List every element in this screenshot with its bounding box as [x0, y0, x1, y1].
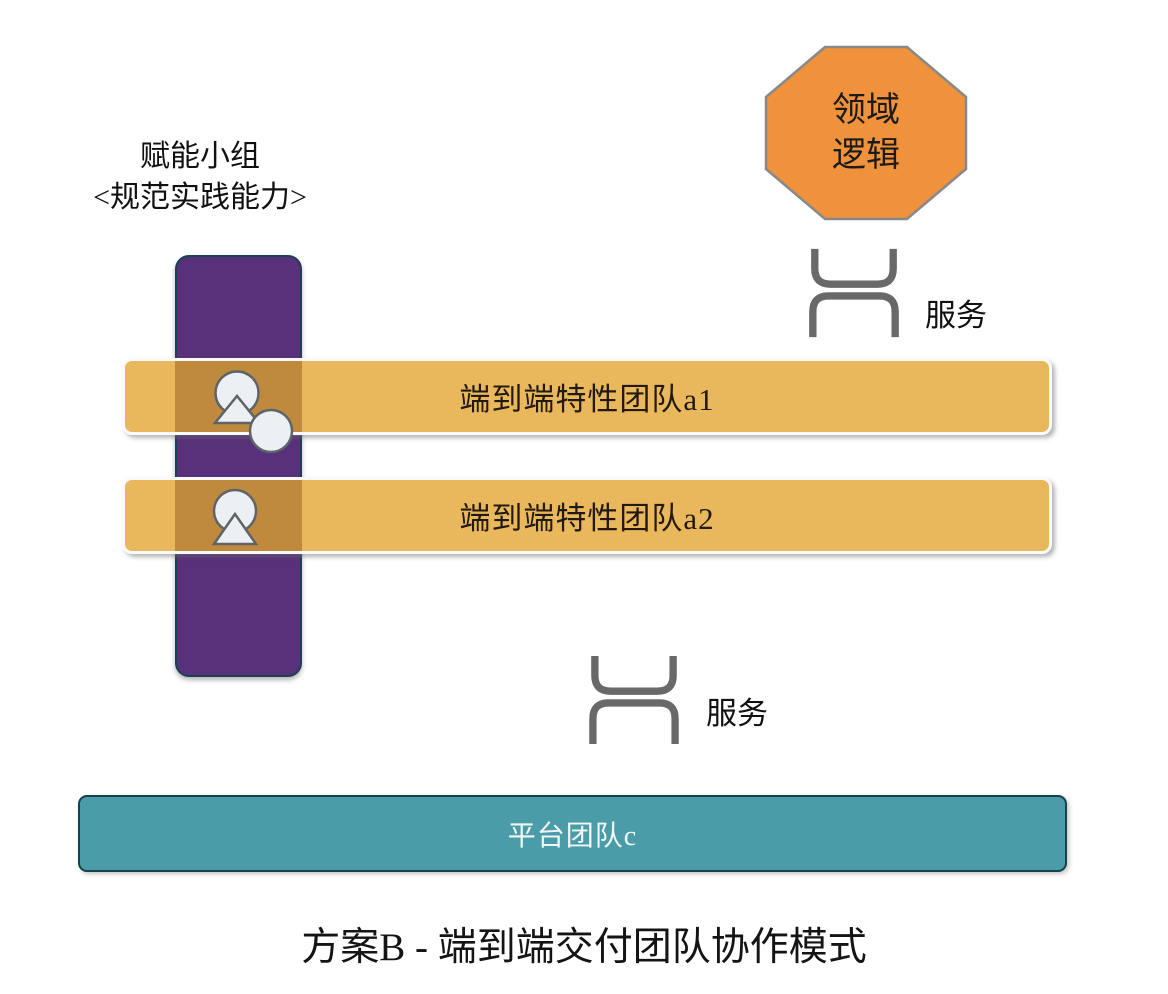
service-lower-label: 服务 [706, 695, 768, 731]
feature-team-a1-label: 端到端特性团队a1 [459, 382, 715, 417]
service-lower: 服务 [576, 654, 768, 744]
feature-team-bar-a2: 端到端特性团队a2 [122, 477, 1052, 554]
service-icon [589, 655, 679, 744]
person-pair-icon [212, 370, 294, 454]
domain-logic-line2: 逻辑 [832, 137, 900, 174]
enabling-team-label-line1: 赋能小组 [140, 140, 260, 173]
feature-team-bar-a1: 端到端特性团队a1 [122, 358, 1052, 435]
enabling-team-label: 赋能小组 <规范实践能力> [55, 136, 345, 218]
domain-logic-octagon: 领域 逻辑 [764, 45, 968, 221]
octagon-shape-icon [764, 45, 968, 221]
domain-logic-line1: 领域 [832, 92, 900, 129]
diagram-title: 方案B - 端到端交付团队协作模式 [301, 926, 867, 969]
enabling-team-bar [175, 255, 302, 677]
feature-team-a2-label: 端到端特性团队a2 [459, 501, 715, 536]
service-upper: 服务 [805, 246, 987, 338]
service-upper-label: 服务 [925, 297, 987, 333]
platform-team-bar: 平台团队c [78, 795, 1067, 872]
platform-team-label: 平台团队c [507, 820, 638, 852]
service-icon [809, 248, 899, 338]
enabling-team-label-line2: <规范实践能力> [93, 181, 307, 214]
person-icon [211, 488, 259, 546]
domain-logic-label: 领域 逻辑 [764, 45, 968, 221]
